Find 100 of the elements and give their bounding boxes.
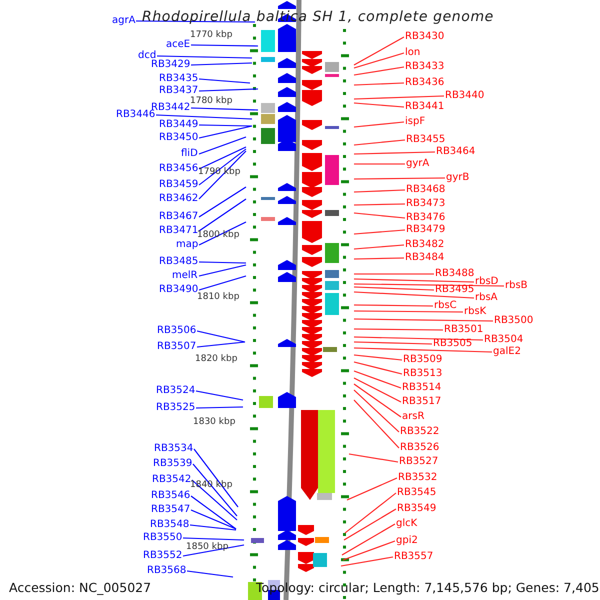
gene-label: RB3456 <box>159 163 198 175</box>
gene-label: RB3479 <box>406 224 446 236</box>
gene-label: RB3504 <box>484 334 524 346</box>
leader-line <box>190 524 236 531</box>
gene-label: RB3532 <box>398 472 438 484</box>
gene-label: RB3450 <box>159 132 198 144</box>
gene-label: RB3509 <box>403 354 442 366</box>
gene-label: RB3514 <box>402 382 442 394</box>
gene-label: RB3440 <box>445 90 484 102</box>
gene-label: rbsD <box>475 276 498 288</box>
gene-label: RB3539 <box>153 458 192 470</box>
gene-label: ispF <box>405 116 426 128</box>
gene-label: rbsA <box>475 292 498 304</box>
leader-line <box>354 378 402 402</box>
gene-label: RB3468 <box>406 184 446 196</box>
gene-label: RB3522 <box>400 426 440 438</box>
gene-label: arsR <box>402 411 424 423</box>
leader-line <box>354 328 443 331</box>
leader-line <box>354 189 406 193</box>
leader-line <box>194 448 238 508</box>
leader-line <box>354 304 433 307</box>
gene-label: RB3507 <box>157 341 196 353</box>
scale-label: 1810 kbp <box>197 292 240 302</box>
gene-label: gyrA <box>406 158 430 170</box>
gene-label: rbsC <box>434 300 457 312</box>
gene-label: RB3517 <box>402 396 442 408</box>
gene-label: RB3437 <box>159 85 198 97</box>
leader-line <box>354 283 504 287</box>
gene-label: RB3471 <box>159 225 198 237</box>
leader-line <box>354 244 404 250</box>
leader-line <box>354 400 400 448</box>
gene-label: RB3552 <box>143 550 182 562</box>
gene-label: RB3525 <box>156 402 196 414</box>
leader-line <box>354 52 404 69</box>
gene-label: RB3430 <box>405 31 444 43</box>
leader-line <box>354 291 474 299</box>
gene-label: glcK <box>396 518 418 530</box>
gene-label: galE2 <box>493 346 521 358</box>
scale-label: 1830 kbp <box>193 417 236 427</box>
leader-line <box>354 212 406 219</box>
leader-line <box>156 55 252 59</box>
gene-label: RB3505 <box>433 338 472 350</box>
leader-line <box>198 264 246 277</box>
gene-label: RB3455 <box>406 134 446 146</box>
leader-line <box>354 163 405 165</box>
leader-line <box>190 62 252 66</box>
leader-line <box>342 540 396 561</box>
leader-line <box>198 136 246 155</box>
leader-line <box>198 186 246 218</box>
leader-line <box>354 278 474 283</box>
gene-label: melR <box>172 270 198 282</box>
gene-label: gpi2 <box>396 535 418 547</box>
gene-label: gyrB <box>446 172 470 184</box>
leader-line <box>354 121 404 128</box>
gene-label: RB3446 <box>116 109 156 121</box>
leader-line <box>354 139 406 146</box>
gene-label: RB3549 <box>397 503 436 515</box>
leader-line <box>354 390 400 432</box>
scale-label: 1780 kbp <box>190 96 232 106</box>
gene-label: agrA <box>112 15 136 27</box>
leader-line <box>344 508 396 540</box>
leader-line <box>354 286 434 291</box>
gene-label: RB3449 <box>159 119 198 131</box>
leader-line <box>191 44 258 47</box>
leader-line <box>344 492 396 534</box>
leader-line <box>354 310 463 313</box>
gene-label: RB3500 <box>494 315 534 327</box>
leader-line <box>354 66 404 76</box>
leader-line <box>342 524 396 556</box>
gene-label: RB3501 <box>444 324 484 336</box>
leader-line <box>198 261 246 264</box>
gene-label: RB3473 <box>406 198 446 210</box>
leader-line <box>198 78 250 84</box>
leader-line <box>340 556 394 567</box>
leader-line <box>354 354 402 361</box>
leader-line <box>354 229 406 235</box>
leader-line <box>354 151 436 155</box>
leader-line <box>354 318 493 322</box>
gene-label: RB3557 <box>394 551 434 563</box>
gene-label: RB3490 <box>159 284 198 296</box>
gene-label: RB3542 <box>152 474 192 486</box>
gene-label: RB3435 <box>159 73 198 85</box>
scale-label: 1820 kbp <box>195 354 238 364</box>
leader-line <box>196 406 244 409</box>
gene-label: RB3485 <box>159 256 198 268</box>
gene-label: RB3534 <box>154 443 194 455</box>
leader-line <box>136 20 255 23</box>
leader-line <box>354 336 484 341</box>
gene-label: aceE <box>166 39 190 51</box>
gene-label: map <box>176 239 198 251</box>
gene-label: RB3433 <box>405 61 444 73</box>
leader-line <box>190 107 258 111</box>
leader-line <box>196 390 244 401</box>
leader-line <box>182 537 244 541</box>
gene-label: RB3484 <box>405 252 444 264</box>
leader-line <box>190 510 236 530</box>
gene-label: lon <box>405 47 420 59</box>
gene-label: RB3429 <box>151 59 190 71</box>
leader-line <box>354 341 432 345</box>
scale-label: 1770 kbp <box>190 30 232 40</box>
